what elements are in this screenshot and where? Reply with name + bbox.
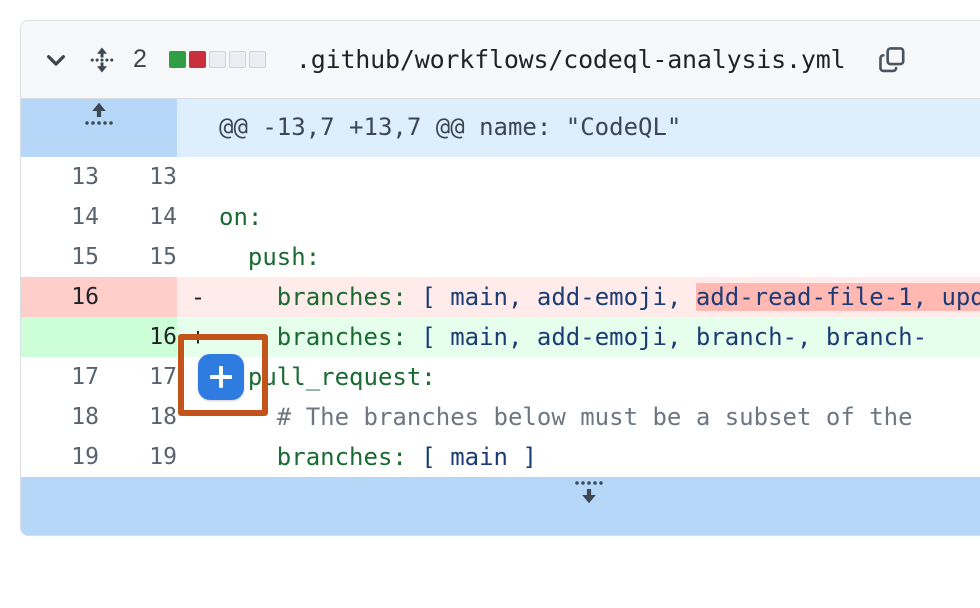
code-segment: branches: — [219, 283, 407, 311]
code-segment: add-read-file-1, update-readme-5 — [695, 283, 980, 311]
diff-code-cell: branches: [ main ] — [219, 437, 980, 477]
line-number-new[interactable]: 13 — [99, 157, 177, 197]
line-number-new[interactable]: 17 — [99, 357, 177, 397]
code-segment: pull_request: — [247, 363, 436, 391]
diff-code-cell: push: — [219, 237, 980, 277]
line-number-new[interactable]: 19 — [99, 437, 177, 477]
code-segment: [ — [406, 323, 451, 351]
diff-marker — [177, 237, 219, 277]
diff-line-row[interactable]: 16+ branches: [ main, add-emoji, branch-… — [21, 317, 980, 357]
diffstat-block-add — [168, 51, 186, 68]
code-segment: push: — [219, 243, 321, 271]
line-number-old[interactable]: 19 — [21, 437, 99, 477]
diff-line-row[interactable]: 16 - branches: [ main, add-emoji, add-rea… — [21, 277, 980, 317]
add-comment-button[interactable] — [198, 354, 244, 400]
expand-down-button[interactable] — [21, 477, 980, 535]
code-segment: main, add-emoji, — [450, 283, 696, 311]
diffstat-block-neutral — [228, 51, 246, 68]
collapse-file-button[interactable] — [39, 43, 73, 77]
line-number-old[interactable] — [21, 317, 99, 357]
diff-code-cell: branches: [ main, add-emoji, branch-, br… — [219, 317, 980, 357]
line-number-old[interactable]: 14 — [21, 197, 99, 237]
code-segment: on: — [219, 203, 263, 231]
drag-vertical-icon[interactable] — [87, 43, 117, 77]
hunk-marker — [177, 99, 219, 157]
diffstat-blocks — [168, 51, 266, 68]
file-header: 2 .github/workflows/codeql-analysis.yml — [21, 21, 980, 99]
hunk-header-text: @@ -13,7 +13,7 @@ name: "CodeQL" — [219, 99, 980, 157]
diff-marker: - — [177, 277, 219, 317]
diff-marker — [177, 397, 219, 437]
diffstat-block-neutral — [208, 51, 226, 68]
copy-icon — [879, 46, 905, 72]
changed-lines-count: 2 — [133, 45, 147, 73]
line-number-new[interactable] — [99, 277, 177, 317]
line-number-old[interactable]: 18 — [21, 397, 99, 437]
code-segment: branches: — [219, 323, 407, 351]
plus-icon — [208, 364, 234, 390]
diffstat-block-neutral — [248, 51, 266, 68]
diff-marker — [177, 157, 219, 197]
chevron-down-icon — [47, 54, 65, 66]
diff-code-cell: pull_request: — [219, 357, 980, 397]
code-segment: [ — [406, 283, 451, 311]
code-segment: main, add-emoji, branch-, branch- — [450, 323, 928, 351]
hunk-header-row: @@ -13,7 +13,7 @@ name: "CodeQL" — [21, 99, 980, 157]
file-diff-card: 2 .github/workflows/codeql-analysis.yml — [20, 20, 980, 536]
line-number-new[interactable]: 14 — [99, 197, 177, 237]
line-number-new[interactable]: 15 — [99, 237, 177, 277]
diff-marker — [177, 437, 219, 477]
line-number-old[interactable]: 17 — [21, 357, 99, 397]
file-path-label[interactable]: .github/workflows/codeql-analysis.yml — [295, 45, 846, 74]
line-number-old[interactable]: 13 — [21, 157, 99, 197]
diff-code-cell: # The branches below must be a subset of… — [219, 397, 980, 437]
line-number-new[interactable]: 16 — [99, 317, 177, 357]
diff-code-cell — [219, 157, 980, 197]
expand-up-button[interactable] — [21, 99, 177, 157]
diffstat-block-del — [188, 51, 206, 68]
code-segment: [ main ] — [406, 443, 537, 471]
code-segment: # The branches below must be a subset of… — [219, 403, 913, 431]
diff-code-cell: on: — [219, 197, 980, 237]
line-number-old[interactable]: 15 — [21, 237, 99, 277]
line-number-old[interactable]: 16 — [21, 277, 99, 317]
diff-expand-table — [21, 477, 980, 535]
copy-path-button[interactable] — [875, 43, 909, 77]
line-number-new[interactable]: 18 — [99, 397, 177, 437]
diff-code-cell: branches: [ main, add-emoji, add-read-fi… — [219, 277, 980, 317]
diff-marker — [177, 197, 219, 237]
expand-up-icon — [85, 102, 113, 125]
drag-handle-glyph — [90, 47, 114, 72]
expand-down-icon — [575, 481, 603, 504]
add-comment-focus-ring — [178, 334, 268, 416]
code-segment: branches: — [219, 443, 407, 471]
expand-bottom-row — [21, 477, 980, 535]
